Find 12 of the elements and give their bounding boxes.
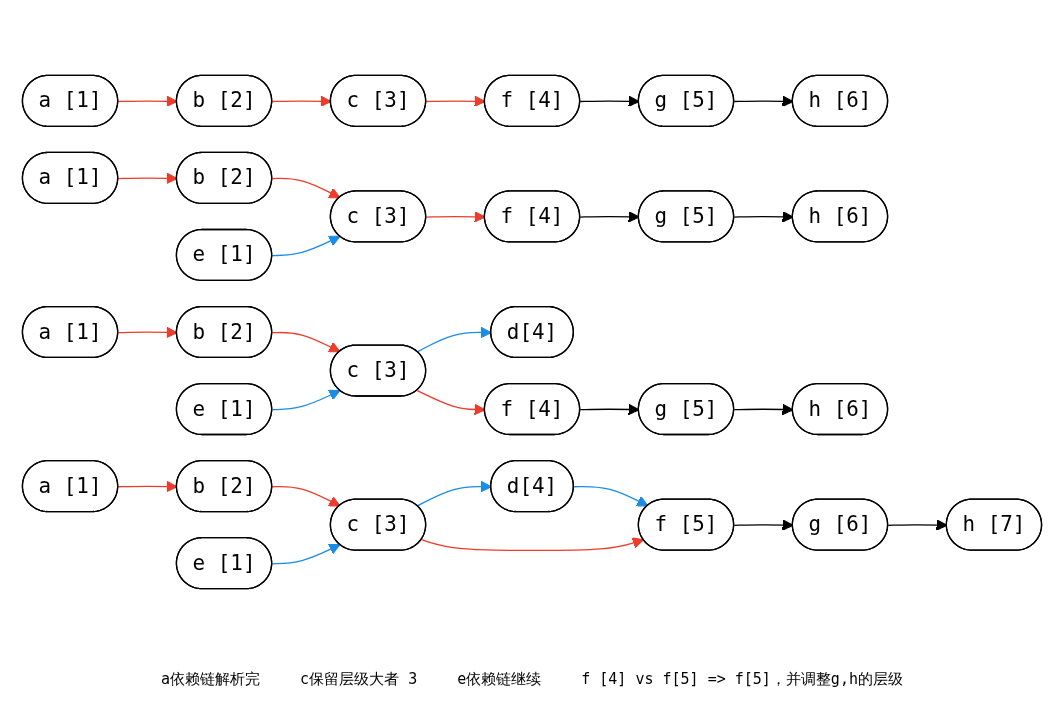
arrow (271, 543, 341, 565)
arrow (271, 235, 341, 257)
arrow (421, 537, 645, 552)
caption-text: f [4] vs f[5] => f[5]，并调整g,h的层级 (581, 670, 903, 689)
arrow (271, 331, 341, 353)
arrow (573, 485, 649, 507)
arrow (271, 485, 341, 507)
caption-text: e依赖链继续 (457, 670, 542, 689)
caption-text: a依赖链解析完 (161, 670, 261, 689)
arrow (271, 177, 341, 199)
caption-text: c保留层级大者 3 (300, 670, 418, 689)
arrow (271, 389, 341, 411)
